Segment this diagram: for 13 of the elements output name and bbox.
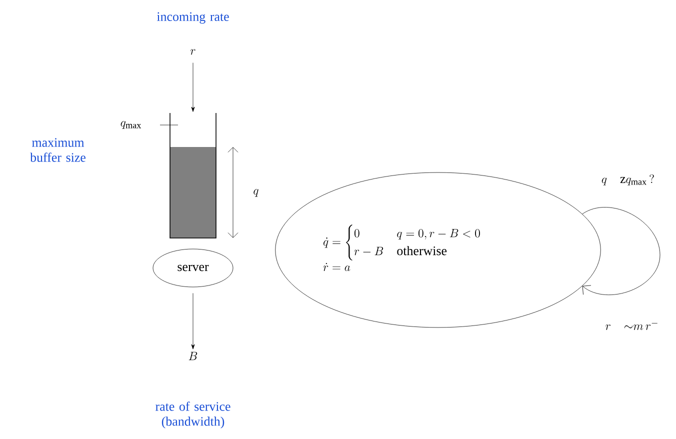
caption-text: incoming rate [156, 12, 229, 24]
loop-arrow [582, 207, 660, 295]
variable-label: $q_{\max}$ [120, 121, 142, 129]
variable-label: $q$ [254, 189, 258, 197]
variable-label: $r$ [190, 49, 196, 55]
arrow [191, 293, 195, 350]
edge-label: $q \quad \mathrm{z} q_{\max}\,?$ [602, 174, 654, 186]
reset-label: $r \quad {\sim}m\, r^{-}$ [606, 323, 658, 330]
arrow [191, 62, 195, 112]
caption-text: rate of service (bandwidth) [156, 402, 230, 428]
buffer-drawing [170, 112, 216, 238]
variable-label: $B$ [188, 352, 198, 360]
caption-text: maximum buffer size [30, 138, 86, 162]
